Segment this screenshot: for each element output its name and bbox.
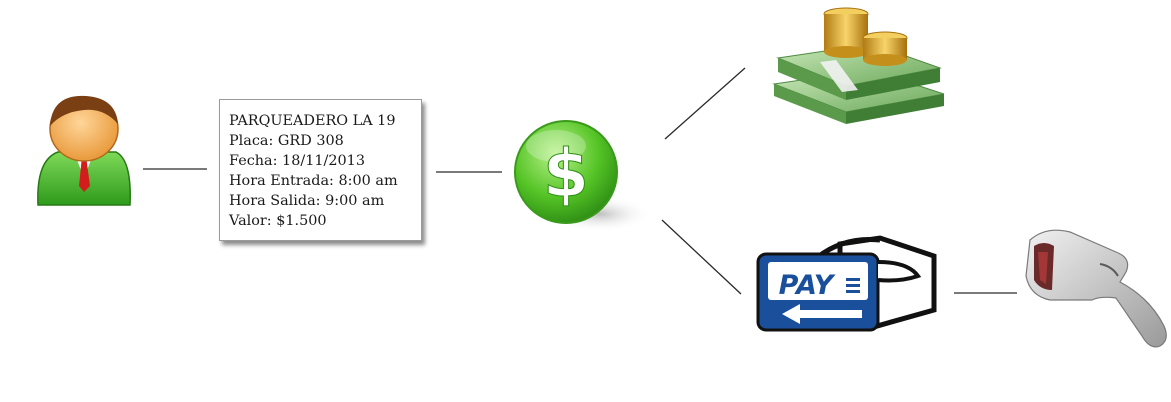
ticket-entry-time: Hora Entrada: 8:00 am bbox=[229, 173, 398, 189]
ticket-value: Valor: $1.500 bbox=[229, 213, 327, 229]
ticket-plate: Placa: GRD 308 bbox=[229, 133, 344, 149]
ticket-title: PARQUEADERO LA 19 bbox=[229, 113, 396, 129]
dollar-symbol: $ bbox=[543, 135, 589, 212]
ticket-date: Fecha: 18/11/2013 bbox=[229, 153, 365, 169]
pay-label: PAY bbox=[779, 270, 836, 301]
parking-ticket: PARQUEADERO LA 19 Placa: GRD 308 Fecha: … bbox=[219, 99, 422, 241]
connector-dollar-card bbox=[661, 219, 742, 295]
ticket-exit-time: Hora Salida: 9:00 am bbox=[229, 193, 385, 209]
connector-dollar-cash bbox=[664, 67, 746, 140]
